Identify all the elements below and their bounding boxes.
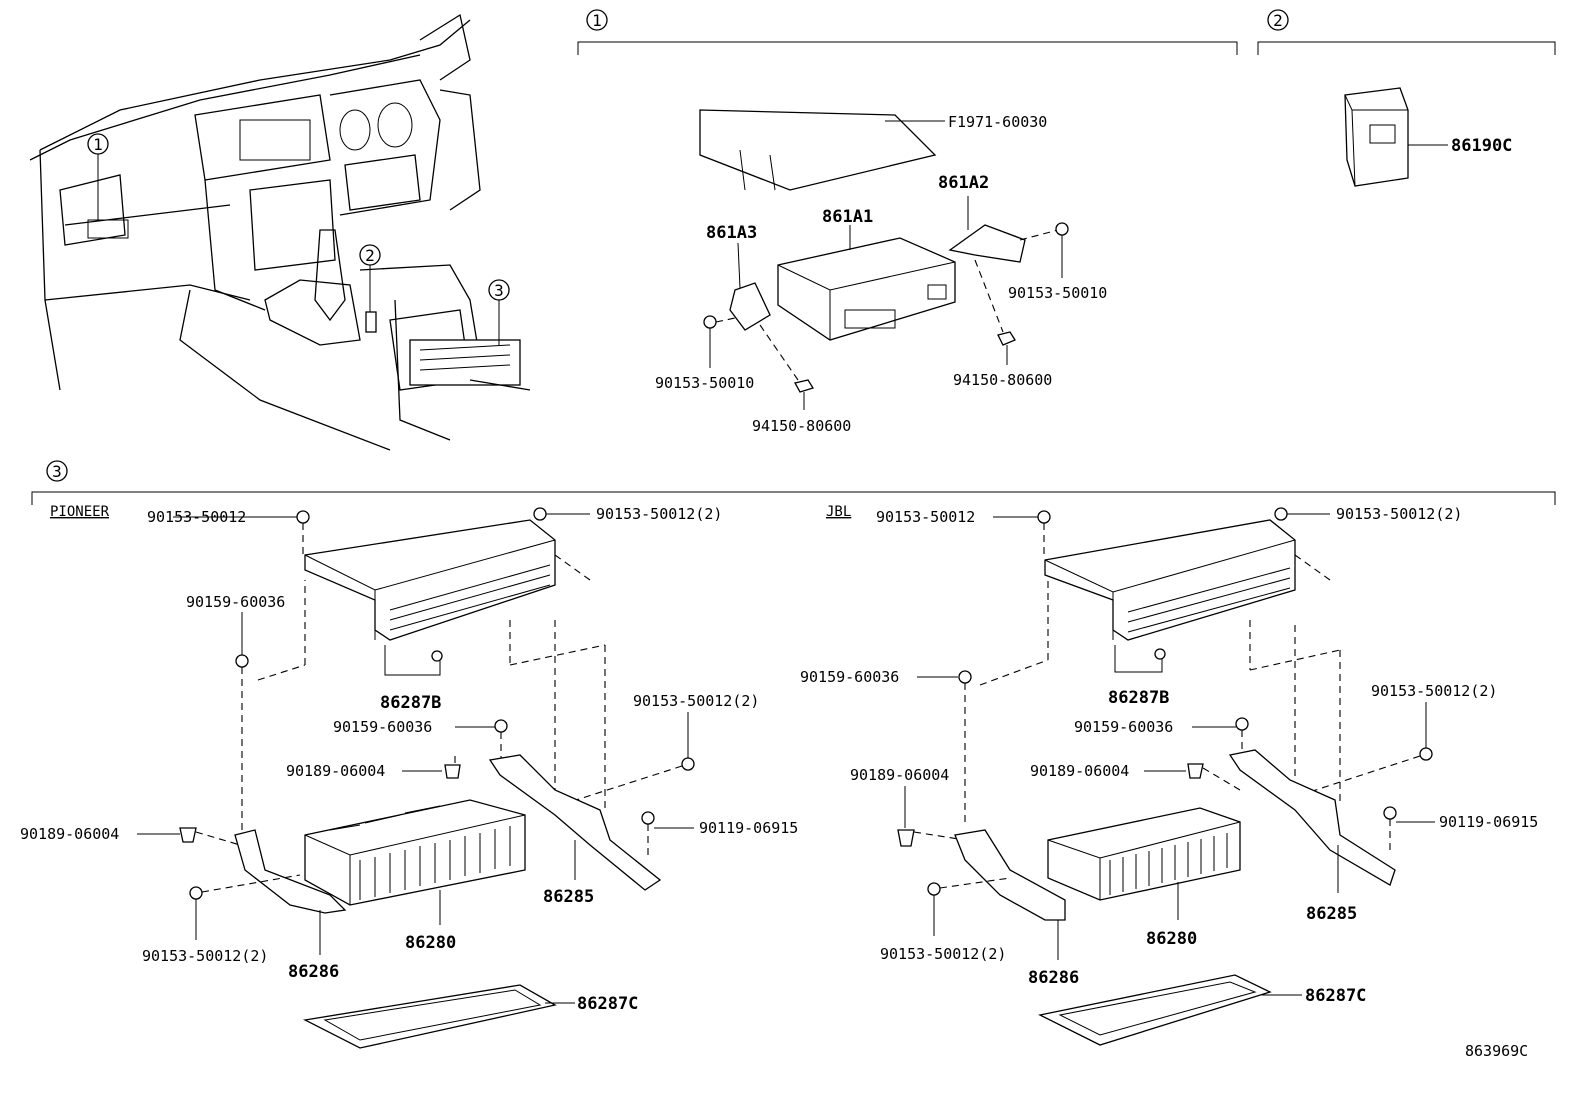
j-label-bolt-top-left: 90153-50012 (876, 508, 975, 526)
label-bolt-right: 90153-50010 (1008, 284, 1107, 302)
bolt-right-icon (1055, 222, 1069, 236)
j-label-bracket-right: 86285 (1306, 904, 1357, 924)
label-bracket-left: 861A3 (706, 223, 757, 243)
jbl-title: JBL (826, 504, 851, 520)
p-label-bolt-left: 90159-60036 (186, 593, 285, 611)
p-label-bolt-top-left: 90153-50012 (147, 508, 246, 526)
p-label-bolt-top-right: 90153-50012(2) (596, 505, 722, 523)
bracket-861a2 (948, 224, 1026, 263)
j-label-amplifier: 86280 (1146, 929, 1197, 949)
j-label-bolt-left: 90159-60036 (800, 668, 899, 686)
label-bolt-left: 90153-50010 (655, 374, 754, 392)
label-cover: F1971-60030 (948, 113, 1047, 131)
j-label-screw-right: 90119-06915 (1439, 813, 1538, 831)
pioneer-amplifier-86280 (304, 799, 526, 906)
cover-sheet (699, 109, 937, 191)
pioneer-upper-amp (304, 519, 556, 641)
section-3-marker: 3 (52, 462, 62, 481)
label-switch: 86190C (1451, 136, 1512, 156)
label-nut-left: 94150-80600 (752, 417, 851, 435)
pioneer-tray-86287c (302, 984, 557, 1049)
jbl-group: JBL 90153-50012 90153-50012(2) 90159-600… (800, 504, 1538, 1046)
pioneer-group: PIONEER 90153-50012 90153-50012(2) 90159… (20, 504, 798, 1049)
section-2-marker: 2 (1273, 11, 1283, 30)
jbl-amplifier-86280 (1047, 807, 1241, 901)
marker-1-overview: 1 (93, 135, 103, 154)
label-nut-right: 94150-80600 (953, 371, 1052, 389)
jbl-upper-amp (1044, 519, 1296, 641)
section-1-bracket: 1 (577, 9, 1238, 55)
marker-3-overview: 3 (494, 281, 504, 300)
label-unit: 861A1 (822, 207, 873, 227)
p-label-bracket-right: 86285 (543, 887, 594, 907)
p-label-clip-left: 90189-06004 (20, 825, 119, 843)
j-label-tray: 86287C (1305, 986, 1366, 1006)
j-label-clip: 86287B (1108, 688, 1169, 708)
figure-code: 863969C (1465, 1042, 1528, 1060)
marker-2-overview: 2 (365, 246, 375, 265)
jbl-bracket-86285 (1228, 749, 1396, 886)
nut-right-icon (997, 331, 1016, 346)
p-label-screw-right: 90119-06915 (699, 819, 798, 837)
j-label-bolt-right-mid: 90153-50012(2) (1371, 682, 1497, 700)
j-label-clip-mid: 90189-06004 (1030, 762, 1129, 780)
p-label-amplifier: 86280 (405, 933, 456, 953)
j-label-clip-left: 90189-06004 (850, 766, 949, 784)
p-label-clip: 86287B (380, 693, 441, 713)
dashboard-overview: 1 2 3 (29, 13, 531, 451)
switch-86190c (1344, 87, 1409, 187)
section-1-parts: F1971-60030 861A1 861A2 90153-50010 9415… (655, 109, 1107, 435)
p-label-bolt-right-mid: 90153-50012(2) (633, 692, 759, 710)
j-label-bolt-bottom: 90153-50012(2) (880, 945, 1006, 963)
jbl-tray-86287c (1038, 974, 1272, 1046)
j-label-bracket-left: 86286 (1028, 968, 1079, 988)
jbl-bracket-86286 (954, 829, 1066, 921)
label-bracket-right: 861A2 (938, 173, 989, 193)
pioneer-bracket-86285 (488, 754, 662, 891)
j-label-bolt-top-right: 90153-50012(2) (1336, 505, 1462, 523)
bracket-861a3 (729, 282, 771, 331)
nut-left-icon (794, 379, 814, 393)
pioneer-bracket-86286 (234, 829, 347, 914)
control-unit (777, 237, 956, 341)
p-label-tray: 86287C (577, 994, 638, 1014)
section-1-marker: 1 (592, 11, 602, 30)
section-2: 2 86190C (1257, 9, 1556, 187)
p-label-bracket-left: 86286 (288, 962, 339, 982)
p-label-bolt-bottom: 90153-50012(2) (142, 947, 268, 965)
pioneer-title: PIONEER (50, 504, 110, 520)
bolt-left-icon (703, 315, 717, 329)
p-label-clip-mid: 90189-06004 (286, 762, 385, 780)
section-3-bracket: 3 (31, 460, 1556, 505)
j-label-bolt-mid: 90159-60036 (1074, 718, 1173, 736)
p-label-bolt-mid: 90159-60036 (333, 718, 432, 736)
